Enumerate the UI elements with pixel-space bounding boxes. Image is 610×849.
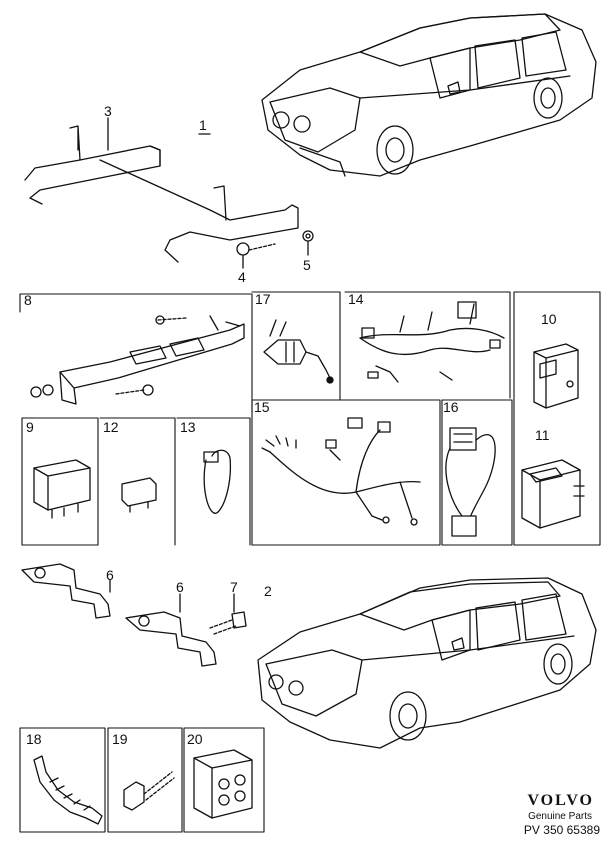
callout-11: 11 xyxy=(535,427,550,443)
car-bottom-illustration xyxy=(257,577,597,749)
callout-4: 4 xyxy=(238,269,246,285)
callout-2: 2 xyxy=(264,583,272,599)
callout-1: 1 xyxy=(199,117,207,133)
switch-11-illustration xyxy=(521,459,585,529)
callout-9: 9 xyxy=(26,419,34,435)
callout-6-right: 6 xyxy=(176,579,184,595)
brand-tagline: Genuine Parts xyxy=(528,811,592,822)
switch-10-illustration xyxy=(533,343,579,409)
volvo-logo: VOLVO xyxy=(527,792,594,809)
callout-17: 17 xyxy=(255,291,271,307)
panel-frames xyxy=(19,291,601,833)
bolt-19-illustration xyxy=(123,771,175,811)
harness-16-illustration xyxy=(445,427,496,537)
callout-14: 14 xyxy=(348,291,364,307)
diagram-code: PV 350 65389 xyxy=(523,823,600,837)
lamp-bracket-illustration xyxy=(24,117,314,269)
callout-7: 7 xyxy=(230,579,238,595)
callout-12: 12 xyxy=(103,419,119,435)
brackets-6-illustration xyxy=(21,563,247,667)
callout-6-left: 6 xyxy=(106,567,114,583)
callout-18: 18 xyxy=(26,731,42,747)
callout-13: 13 xyxy=(180,419,196,435)
car-top-illustration xyxy=(261,13,597,177)
callout-10: 10 xyxy=(541,311,557,327)
callout-19: 19 xyxy=(112,731,128,747)
callout-3: 3 xyxy=(104,103,112,119)
callout-16: 16 xyxy=(443,399,459,415)
callout-5: 5 xyxy=(303,257,311,273)
harness-15-illustration xyxy=(261,417,421,526)
connector-20-illustration xyxy=(193,749,253,819)
bracket-kit-8-illustration xyxy=(30,315,245,405)
callout-8: 8 xyxy=(24,292,32,308)
cable-tie-13-illustration xyxy=(203,449,232,514)
callout-20: 20 xyxy=(187,731,203,747)
callout-15: 15 xyxy=(254,399,270,415)
bulb-17-illustration xyxy=(263,319,334,384)
cable-tie-18-illustration xyxy=(33,755,103,825)
harness-14-illustration xyxy=(359,301,505,383)
fuse-12-illustration xyxy=(121,477,157,513)
relay-9-illustration xyxy=(33,459,91,519)
